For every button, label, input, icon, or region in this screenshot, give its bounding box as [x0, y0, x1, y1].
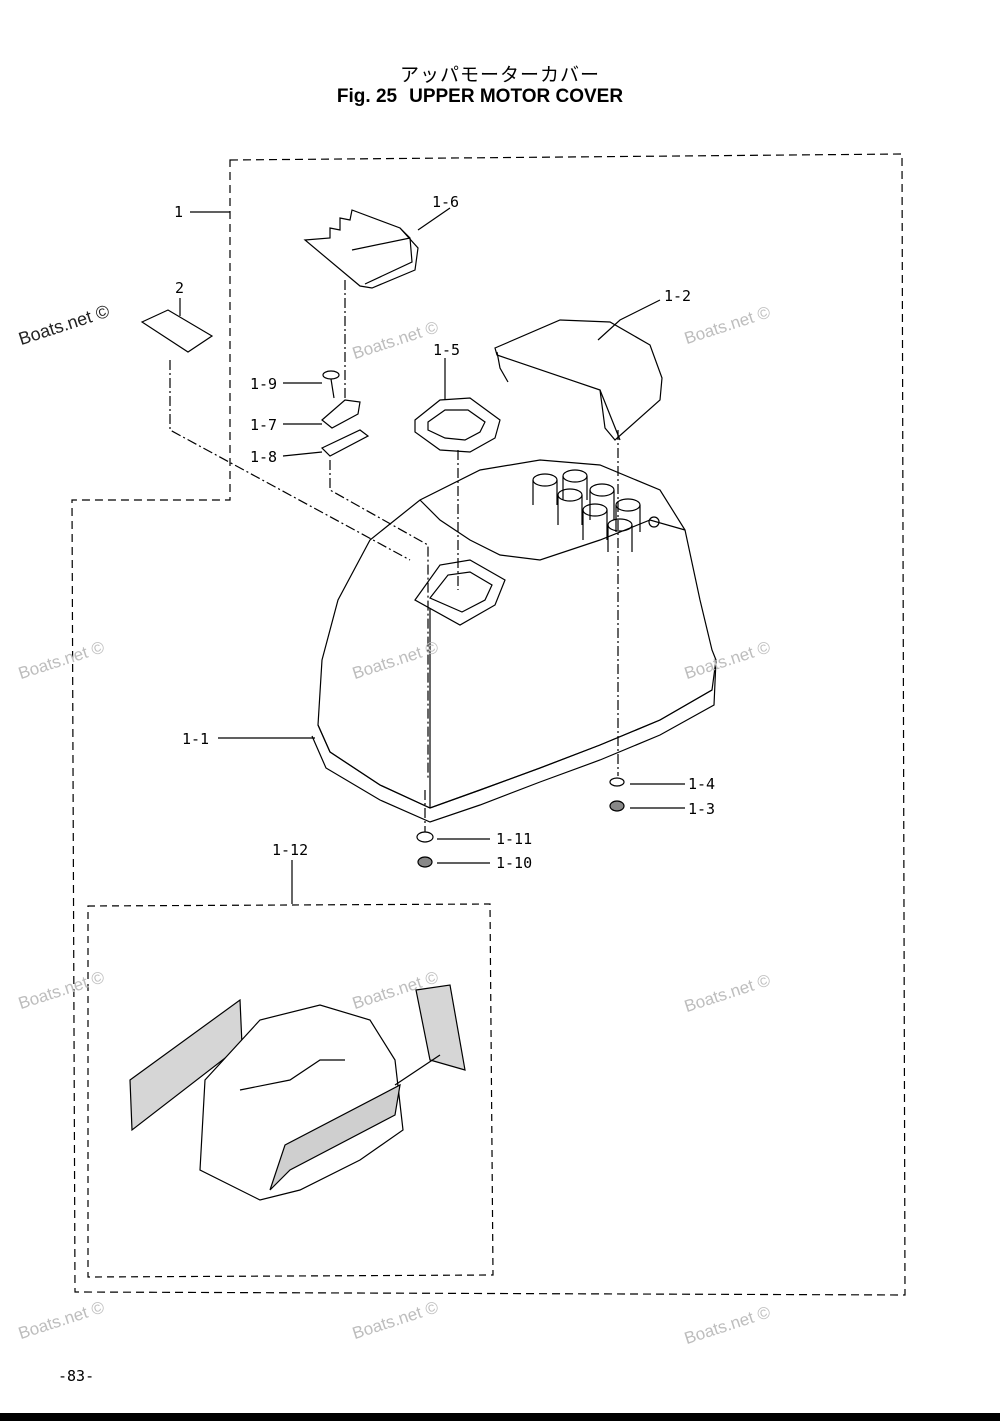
part-1-9-screw [322, 370, 340, 399]
part-1-3-nut [609, 800, 625, 812]
part-1-6-cover-plate [303, 209, 419, 289]
part-1-2-rear-cover [494, 319, 663, 441]
callout-1-2: 1-2 [664, 287, 692, 305]
callout-1: 1 [174, 203, 184, 221]
page-number: -83- [58, 1367, 95, 1385]
callout-1-10: 1-10 [496, 854, 533, 872]
callout-1-3: 1-3 [688, 800, 716, 818]
callout-1-1: 1-1 [182, 730, 210, 748]
decal-set-boundary [87, 903, 494, 1278]
figure-title: Fig. 25 UPPER MOTOR COVER [0, 86, 960, 108]
part-1-4-washer [609, 777, 625, 787]
part-1-8-plate [320, 429, 370, 457]
part-1-11-washer [416, 831, 434, 843]
callout-1-11: 1-11 [496, 830, 533, 848]
part-1-5-seal-ring [414, 397, 501, 453]
figure-title-japanese: アッパモーターカバー [399, 64, 600, 86]
assembly-1-boundary [71, 153, 906, 1296]
part-1-7-bracket [321, 399, 361, 429]
callout-1-6: 1-6 [432, 193, 460, 211]
part-2-decal [140, 309, 214, 353]
callout-1-5: 1-5 [433, 341, 461, 359]
part-1-12-decal-set [129, 984, 466, 1201]
callout-1-7: 1-7 [250, 416, 278, 434]
part-1-1-upper-cover [311, 459, 717, 823]
callout-1-4: 1-4 [688, 775, 716, 793]
part-1-10-nut [417, 856, 433, 868]
callout-1-8: 1-8 [250, 448, 278, 466]
callout-1-12: 1-12 [272, 841, 309, 859]
callout-1-9: 1-9 [250, 375, 278, 393]
figure-title-english: UPPER MOTOR COVER [409, 86, 624, 107]
figure-number: Fig. 25 [336, 86, 398, 107]
page-bottom-border [0, 1413, 1000, 1421]
spark-plug-towers [532, 469, 660, 552]
callout-2: 2 [175, 279, 185, 297]
